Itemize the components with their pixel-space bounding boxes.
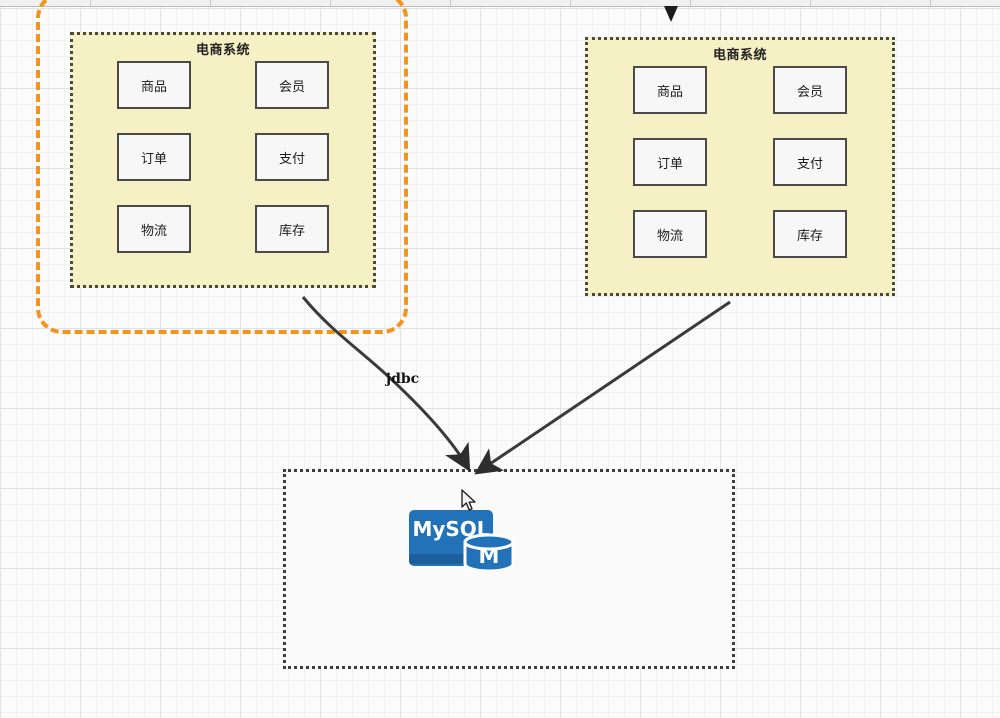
jdbc-edge-label: jdbc <box>386 371 420 387</box>
orange-dashed-selection[interactable] <box>36 0 408 334</box>
down-triangle-marker-icon <box>664 6 678 22</box>
ruler-tick <box>210 0 211 7</box>
module-box[interactable]: 会员 <box>255 61 329 109</box>
module-box[interactable]: 订单 <box>633 138 707 186</box>
module-box[interactable]: 商品 <box>633 66 707 114</box>
system-group-left[interactable]: 电商系统 商品 会员 订单 支付 物流 库存 <box>70 32 376 288</box>
module-box[interactable]: 库存 <box>255 205 329 253</box>
module-box[interactable]: 会员 <box>773 66 847 114</box>
top-ruler[interactable] <box>0 0 1000 7</box>
system-title: 电商系统 <box>712 48 767 63</box>
database-cylinder-icon: M <box>463 533 515 570</box>
module-grid: 商品 会员 订单 支付 物流 库存 <box>73 61 373 253</box>
module-box[interactable]: 物流 <box>117 205 191 253</box>
system-group-right[interactable]: 电商系统 商品 会员 订单 支付 物流 库存 <box>585 37 895 296</box>
module-box[interactable]: 商品 <box>117 61 191 109</box>
module-box[interactable]: 支付 <box>255 133 329 181</box>
ruler-tick <box>90 0 91 7</box>
system-title: 电商系统 <box>195 43 250 58</box>
ruler-tick <box>330 0 331 7</box>
module-box[interactable]: 库存 <box>773 210 847 258</box>
mysql-logo[interactable]: MySQL M <box>409 508 521 570</box>
mysql-cylinder-letter: M <box>479 544 500 568</box>
ruler-tick <box>810 0 811 7</box>
module-box[interactable]: 订单 <box>117 133 191 181</box>
module-grid: 商品 会员 订单 支付 物流 库存 <box>588 66 892 258</box>
ruler-tick <box>450 0 451 7</box>
ruler-tick <box>930 0 931 7</box>
module-box[interactable]: 支付 <box>773 138 847 186</box>
mouse-cursor-icon <box>461 489 476 511</box>
ruler-tick <box>690 0 691 7</box>
module-box[interactable]: 物流 <box>633 210 707 258</box>
ruler-tick <box>570 0 571 7</box>
right-system-edge <box>474 300 731 475</box>
